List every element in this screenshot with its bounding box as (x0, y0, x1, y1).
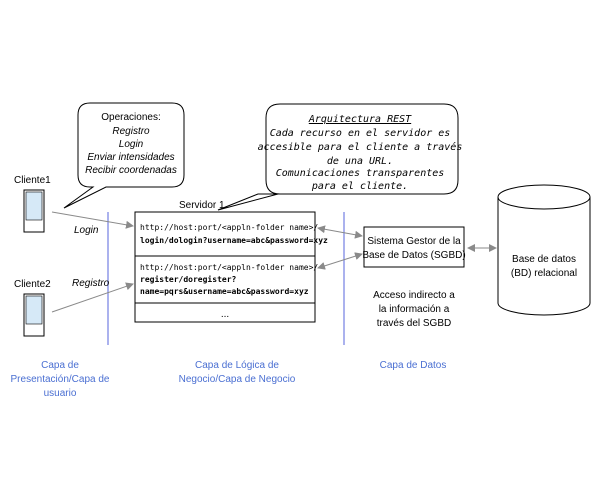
rest-bubble (217, 103, 459, 211)
sgbd-box (363, 226, 465, 268)
database-line-2: (BD) relacional (511, 268, 577, 279)
url-register-line-2: register/doregister? (140, 274, 237, 284)
layer-presentation-line-2: Presentación/Capa de (11, 374, 110, 385)
sgbd-line-2: Base de Datos (SGBD) (362, 250, 465, 261)
operaciones-title: Operaciones: (101, 112, 160, 123)
layer-data-label: Capa de Datos (380, 360, 447, 371)
operacion-recibir: Recibir coordenadas (85, 165, 177, 176)
url-register-line-1: http://host:port/<appln-folder name>/ (140, 263, 318, 272)
url-login-line-2: login/dologin?username=abc&password=xyz (140, 235, 328, 245)
access-note-line-2: la información a (379, 304, 450, 315)
client1-label: Cliente1 (14, 175, 51, 186)
server-sgbd-arrow-1 (317, 225, 363, 239)
rest-line-2: accesible para el cliente a través (258, 141, 463, 153)
database-line-1: Base de datos (512, 254, 576, 265)
registro-arrow (51, 282, 134, 313)
operacion-login: Login (119, 139, 144, 150)
access-note-line-3: través del SGBD (377, 318, 451, 329)
url-login-line-1: http://host:port/<appln-folder name>/ (140, 223, 318, 232)
login-label: Login (74, 225, 99, 236)
database-cylinder-icon (497, 184, 591, 316)
layer-logic-line-1: Capa de Lógica de (195, 360, 279, 371)
layer-presentation-line-1: Capa de (41, 360, 79, 371)
rest-line-4: Comunicaciones transparentes (276, 168, 445, 179)
rest-line-3: de una URL. (327, 156, 393, 167)
server-sgbd-arrow-2 (317, 252, 363, 270)
layer-presentation-line-3: usuario (44, 388, 77, 399)
registro-label: Registro (72, 278, 110, 289)
client2-device-icon (23, 293, 45, 337)
login-arrow (51, 211, 134, 229)
layer-logic-line-2: Negocio/Capa de Negocio (179, 374, 296, 385)
server-label: Servidor 1 (179, 200, 225, 211)
rest-line-1: Cada recurso en el servidor es (270, 128, 451, 139)
server-ellipsis: ... (221, 309, 229, 320)
rest-line-5: para el cliente. (311, 181, 408, 192)
client1-device-icon (23, 189, 45, 233)
client2-label: Cliente2 (14, 279, 51, 290)
server-box (134, 211, 316, 323)
sgbd-line-1: Sistema Gestor de la (367, 236, 461, 247)
operaciones-bubble (63, 102, 185, 209)
url-register-line-3: name=pqrs&username=abc&password=xyz (140, 287, 309, 296)
access-note-line-1: Acceso indirecto a (373, 290, 455, 301)
rest-title: Arquitectura REST (308, 114, 412, 125)
operacion-enviar: Enviar intensidades (87, 152, 174, 163)
operacion-registro: Registro (112, 126, 150, 137)
